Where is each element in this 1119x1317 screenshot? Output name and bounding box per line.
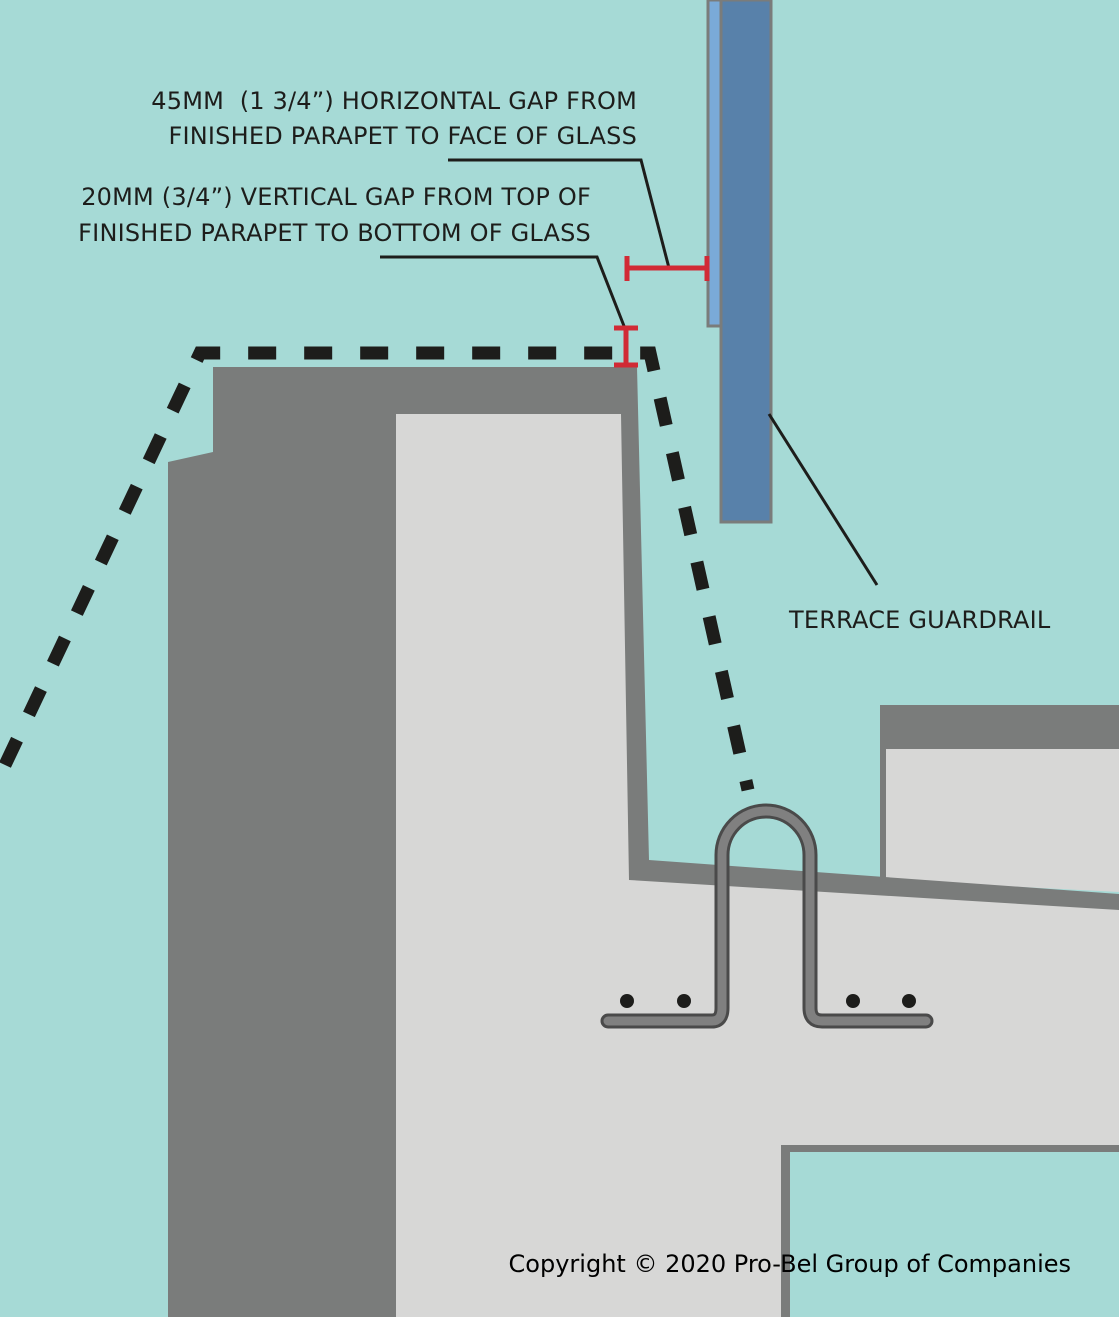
horizontal-gap-label-line1: 45MM (1 3/4”) HORIZONTAL GAP FROM	[151, 87, 637, 115]
copyright-notice: Copyright © 2020 Pro-Bel Group of Compan…	[509, 1250, 1071, 1278]
parapet-concrete-core	[396, 414, 1119, 1317]
membrane-dashed-outline	[0, 346, 755, 792]
rebar-dot-4	[902, 994, 916, 1008]
rebar-dot-2	[677, 994, 691, 1008]
terrace-guardrail-label: TERRACE GUARDRAIL	[788, 606, 1051, 634]
below-slab-void	[790, 1152, 1119, 1317]
vertical-gap-dimension	[614, 325, 638, 368]
vertical-gap-label-line2: FINISHED PARAPET TO BOTTOM OF GLASS	[78, 219, 591, 247]
adjacent-wall-dark-cap	[880, 705, 1119, 749]
glass-panel	[719, 0, 773, 524]
vertical-gap-label-line1: 20MM (3/4”) VERTICAL GAP FROM TOP OF	[81, 183, 591, 211]
rebar-loop-inner	[603, 806, 931, 1026]
leader-horizontal-gap	[448, 158, 671, 269]
horizontal-gap-label-line2: FINISHED PARAPET TO FACE OF GLASS	[168, 122, 637, 150]
leader-vertical-gap	[380, 255, 626, 327]
rebar-dot-3	[846, 994, 860, 1008]
adjacent-wall-light	[886, 749, 1119, 892]
leader-guardrail	[767, 413, 879, 586]
adjacent-wall-edge	[880, 749, 886, 879]
horizontal-gap-dimension	[624, 256, 710, 281]
rebar-dot-1	[620, 994, 634, 1008]
